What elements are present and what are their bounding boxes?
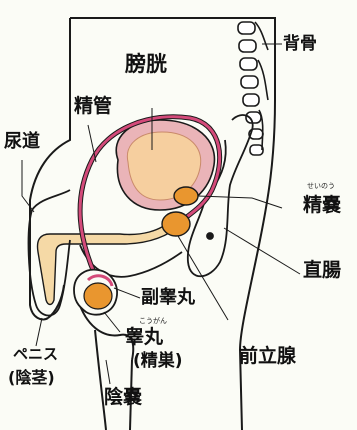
label-seminal-vesicle-reading: せいのう: [307, 183, 335, 190]
label-scrotum: 陰嚢: [104, 388, 142, 407]
label-testis-alt: (精巣): [133, 353, 183, 370]
label-penis: ペニス: [13, 347, 58, 362]
label-urethra: 尿道: [4, 133, 40, 151]
label-rectum: 直腸: [303, 261, 341, 280]
label-seminal-vesicle: 精嚢: [303, 196, 341, 215]
label-spine: 背骨: [283, 36, 317, 53]
label-bladder: 膀胱: [125, 54, 167, 75]
label-penis-alt: (陰茎): [8, 370, 55, 386]
label-vas-deferens: 精管: [74, 97, 112, 116]
spine-vertebrae: [238, 22, 268, 155]
label-testis: 睾丸: [125, 328, 163, 347]
label-testis-reading: こうがん: [139, 318, 167, 325]
testis: [74, 270, 117, 315]
label-prostate: 前立腺: [239, 347, 296, 366]
prostate: [162, 212, 190, 236]
label-epididymis: 副睾丸: [141, 289, 195, 307]
seminal-vesicle: [174, 187, 198, 205]
